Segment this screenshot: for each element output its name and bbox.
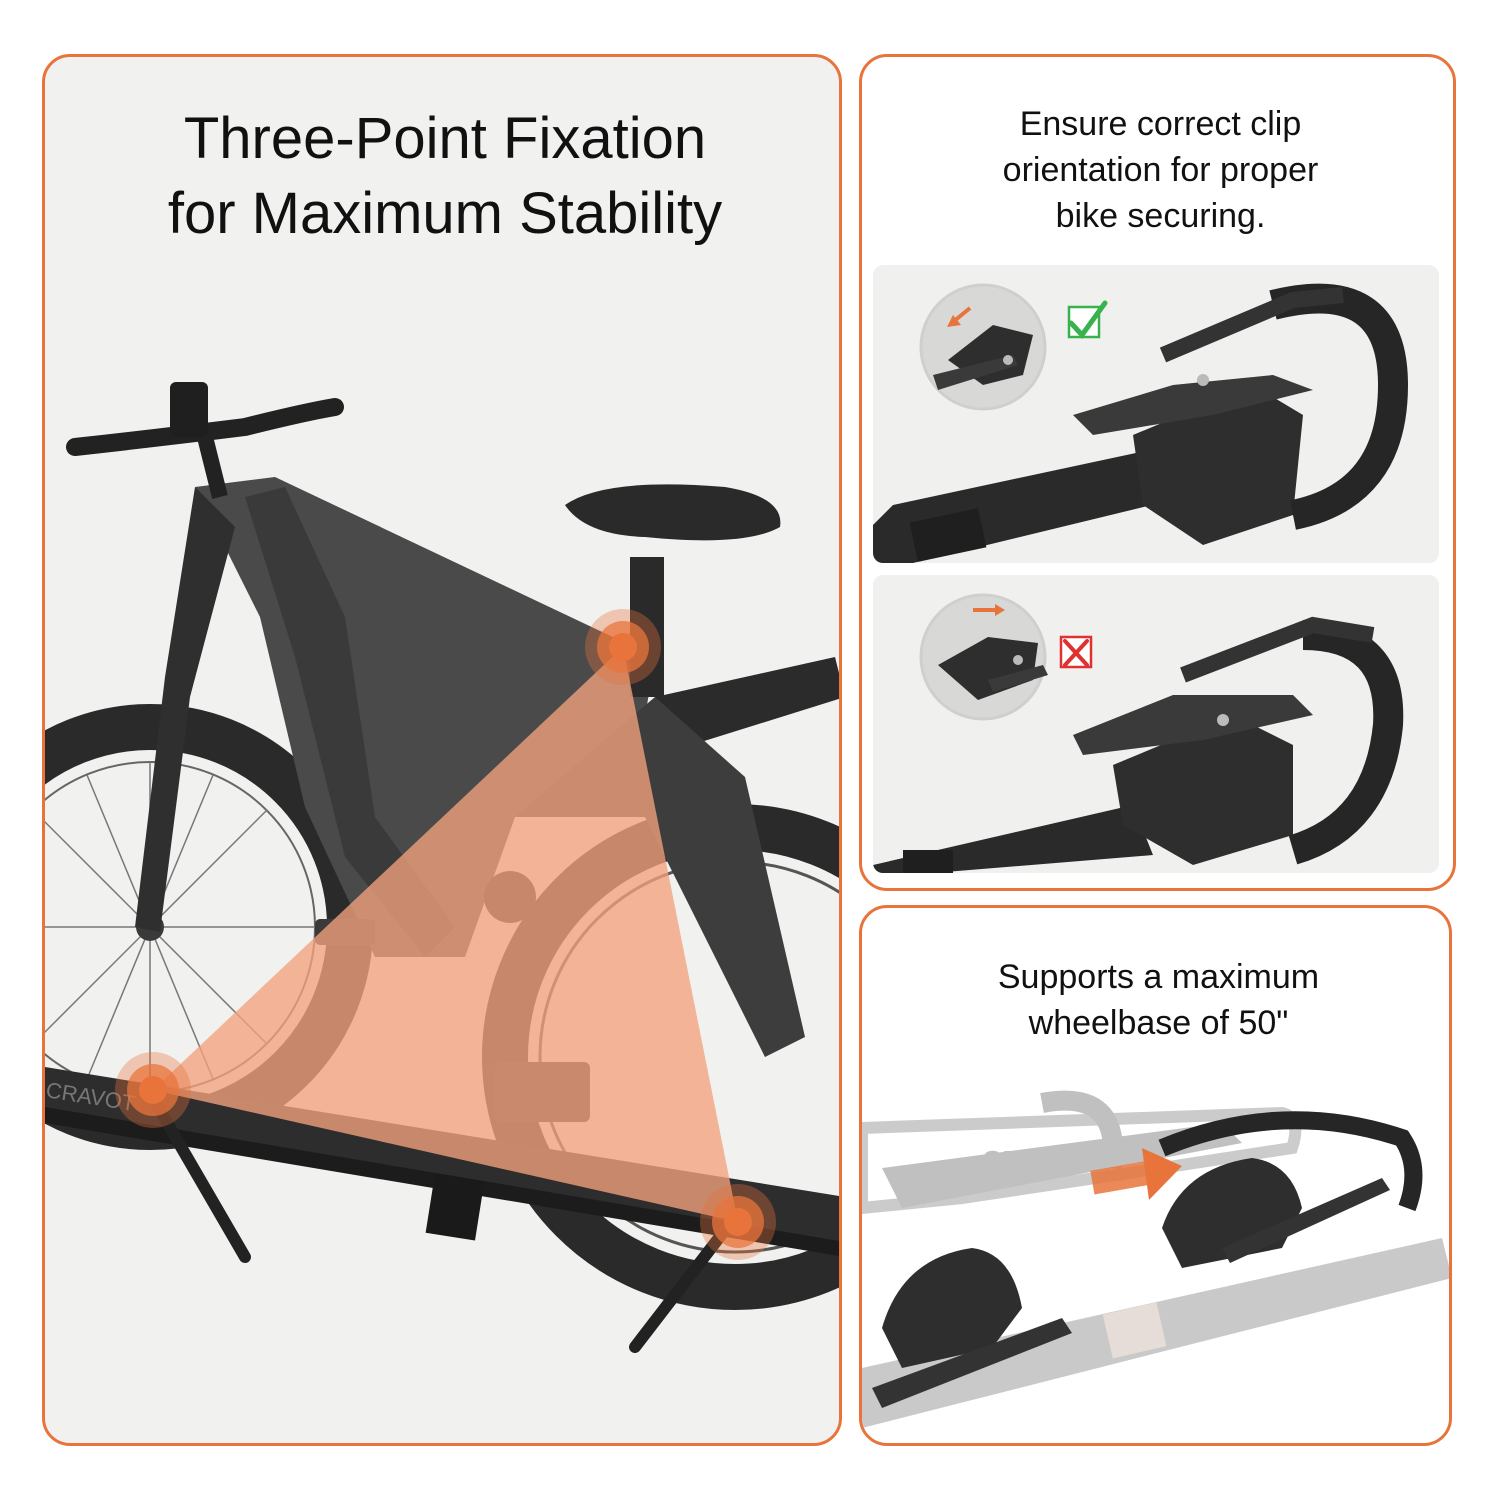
panel-title: Three-Point Fixation for Maximum Stabili… [45,101,839,251]
clip-orientation-panel: Ensure correct clip orientation for prop… [859,54,1456,891]
cross-icon [1059,635,1093,669]
fixation-point [700,1184,776,1260]
hitch-rack-platform: CRAVOT [45,1067,839,1256]
clip-detail-inset [919,593,1048,721]
incorrect-clip-photo [873,575,1439,873]
checkmark-icon [1067,300,1108,339]
title-line: Supports a maximum [997,958,1320,996]
panel-title: Supports a maximum wheelbase of 50" [862,954,1449,1046]
rear-cargo-rack [655,657,839,747]
handlebar [66,382,344,499]
warning-label [1102,1302,1167,1359]
wheel-tray-adjustment-illustration: CRAVOT [862,1090,1449,1428]
arrow-icon [947,306,972,327]
title-line: wheelbase of 50" [1028,1004,1289,1042]
fixation-point [585,609,661,685]
arrow-icon [1090,1148,1182,1200]
panel-title: Ensure correct clip orientation for prop… [862,101,1453,239]
title-line: orientation for proper [1002,151,1319,189]
title-line: for Maximum Stability [167,181,723,246]
three-point-fixation-panel: Three-Point Fixation for Maximum Stabili… [42,54,842,1446]
title-line: Ensure correct clip [1019,105,1302,143]
wheel-holder [1158,1111,1423,1268]
title-line: Three-Point Fixation [183,106,707,171]
bike-on-rack-illustration: CRAVOT [45,382,839,1353]
saddle [565,484,781,541]
title-line: bike securing. [1055,197,1266,235]
clip-detail-inset [919,283,1047,411]
wheelbase-panel: Supports a maximum wheelbase of 50" CRAV… [859,905,1452,1446]
wheel-holder [872,1248,1072,1408]
tray-brand-mark: CRAVOT [982,1145,1098,1176]
correct-clip-photo [873,265,1439,563]
arrow-icon [973,604,1005,616]
fixation-triangle-highlight [153,647,738,1222]
wheel-strap [149,1096,251,1263]
fixation-point [115,1052,191,1128]
